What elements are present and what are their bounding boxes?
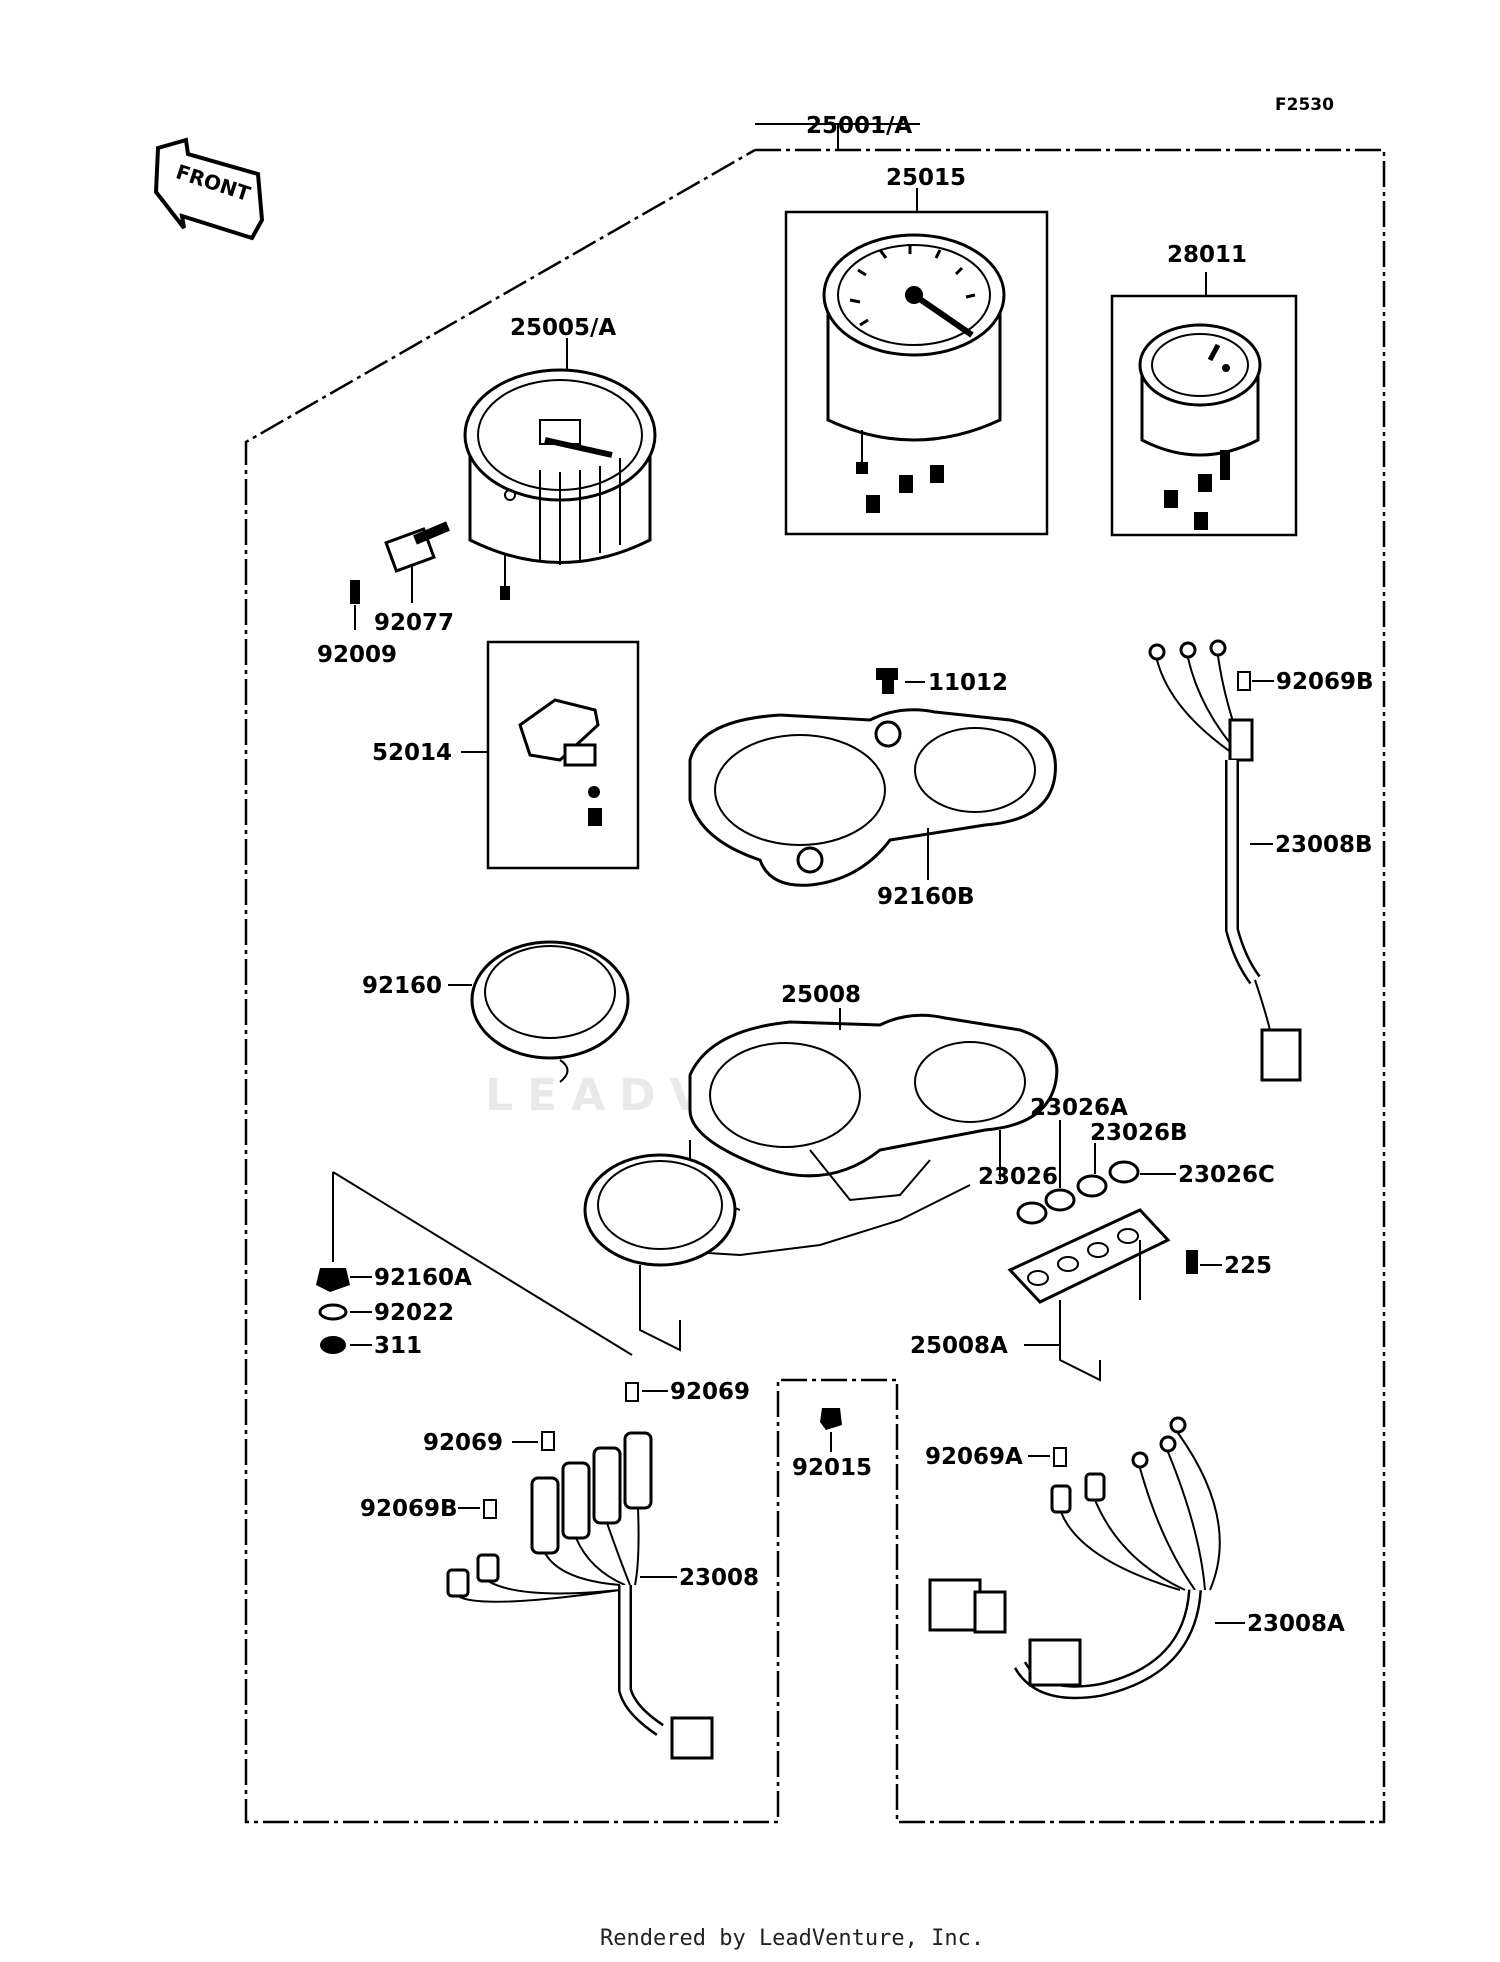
washer-92022 [318,1303,348,1321]
callout-92069a: 92069A [925,1444,1023,1470]
callout-92069b-top: 92069B [1276,669,1374,695]
callout-25008: 25008 [781,982,861,1008]
callout-52014: 52014 [372,740,452,766]
callout-92009: 92009 [317,642,397,668]
callout-25015: 25015 [886,165,966,191]
callout-28011: 28011 [1167,242,1247,268]
main-assembly-outline [244,148,1386,1824]
meter-bracket-25008 [583,1013,1059,1352]
box-28011 [1110,294,1298,537]
callout-92077: 92077 [374,610,454,636]
callout-92069-mid: 92069 [423,1430,503,1456]
screw-225 [1186,1250,1198,1274]
callout-23026a: 23026A [1030,1095,1128,1121]
gauge-part [1138,323,1262,530]
harness-23008a [928,1416,1221,1700]
speedo-gear-housing-part [518,698,602,826]
callout-92015: 92015 [792,1455,872,1481]
pin-92069a [1053,1447,1067,1467]
harness-23008 [446,1431,714,1760]
callout-92022: 92022 [374,1300,454,1326]
callout-25001a: 25001/A [806,113,912,139]
callout-11012: 11012 [928,670,1008,696]
meter-housing-92160b [688,708,1057,887]
gear-part [384,521,450,573]
callout-23026b: 23026B [1090,1120,1188,1146]
callout-23008a: 23008A [1247,1611,1345,1637]
grommet-92015 [820,1408,842,1430]
callout-23026: 23026 [978,1164,1058,1190]
screw-92009 [350,580,360,604]
callout-92160a: 92160A [374,1265,472,1291]
callout-23026c: 23026C [1178,1162,1275,1188]
tachometer-part [822,233,1006,513]
front-arrow-icon: FRONT [153,137,265,241]
indicator-caps [1016,1160,1140,1225]
callout-225: 225 [1224,1253,1272,1279]
callout-92160b: 92160B [877,884,975,910]
callout-92069b-bottom: 92069B [360,1496,458,1522]
bracket-25008a [1007,1208,1171,1382]
harness-23008b [1148,639,1302,1082]
callout-92069-top: 92069 [670,1379,750,1405]
callout-311: 311 [374,1333,422,1359]
callout-23008b: 23008B [1275,832,1373,858]
nut-311 [320,1336,346,1354]
bolt-11012 [876,668,898,694]
nut-92160a [316,1268,350,1292]
pin-92069-top [625,1382,639,1402]
footer-credit: Rendered by LeadVenture, Inc. [600,1926,984,1951]
meter-ring-92160 [470,940,630,1083]
callout-92160: 92160 [362,973,442,999]
pin-92069b-bottom [483,1499,497,1519]
callout-23008: 23008 [679,1565,759,1591]
speedometer-part [463,368,657,600]
callout-25005a: 25005/A [510,315,616,341]
pin-92069-mid [541,1431,555,1451]
pin-92069b-top [1237,671,1251,691]
figure-code: F2530 [1275,95,1334,115]
box-52014 [486,640,640,870]
callout-25008a: 25008A [910,1333,1008,1359]
